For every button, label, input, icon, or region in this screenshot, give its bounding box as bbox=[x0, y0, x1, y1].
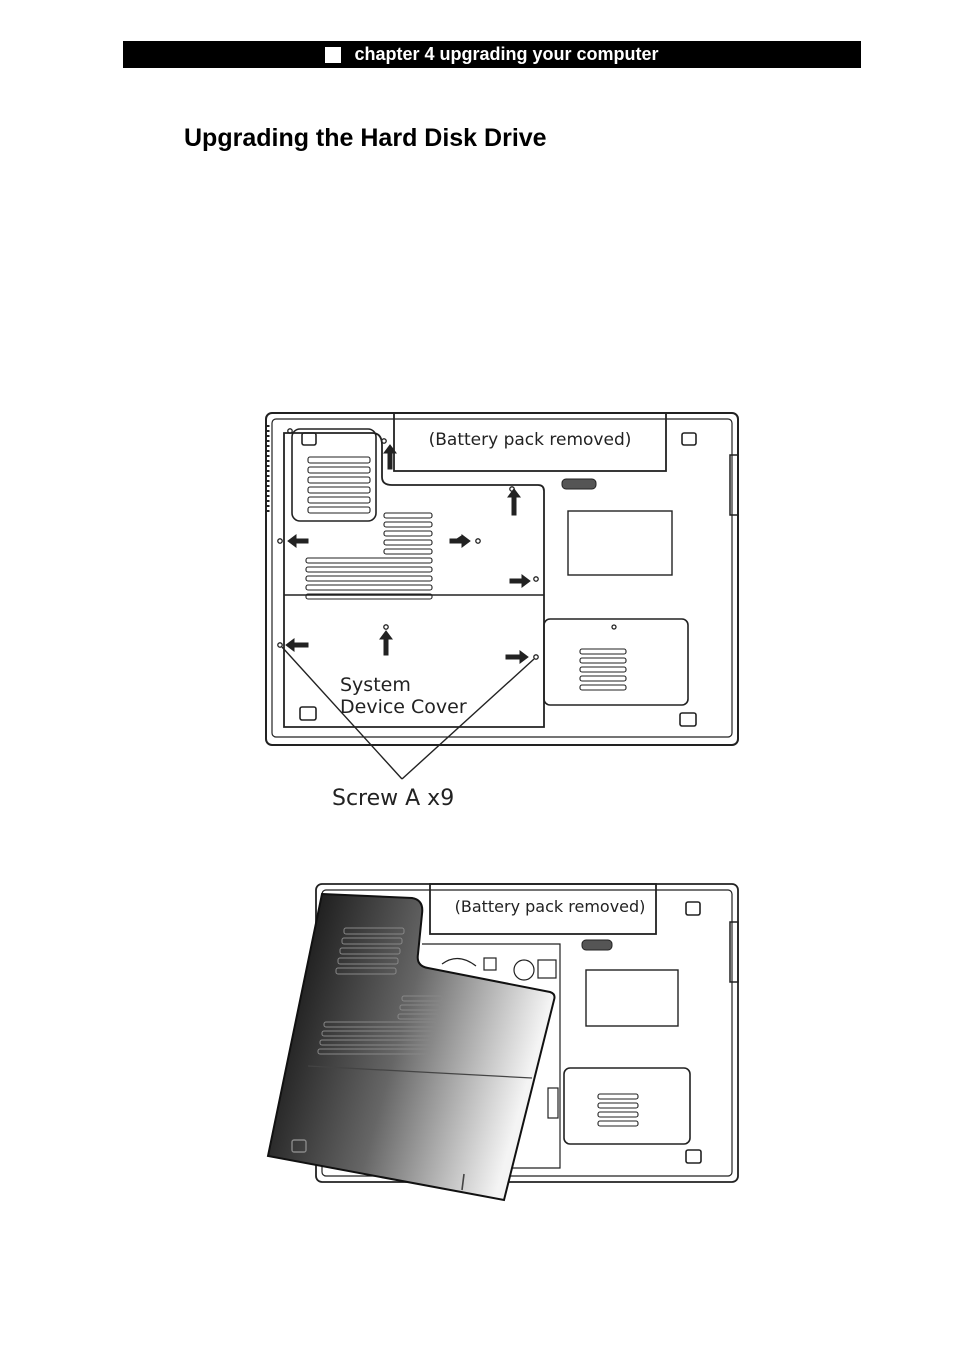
arrow-right-icon bbox=[449, 534, 471, 548]
callout-line bbox=[401, 658, 535, 780]
screw-icon bbox=[381, 438, 387, 444]
screw-icon bbox=[475, 538, 481, 544]
arrow-up-icon bbox=[379, 630, 393, 656]
label-plate bbox=[585, 969, 679, 1027]
rubber-foot-icon bbox=[679, 712, 697, 727]
removed-device-cover bbox=[266, 892, 556, 1202]
screw-points bbox=[277, 428, 617, 660]
memory-door-grille bbox=[579, 648, 627, 691]
chassis-inner bbox=[271, 418, 733, 738]
arrow-left-icon bbox=[287, 534, 309, 548]
system-device-cover bbox=[283, 432, 545, 728]
screw-icon bbox=[383, 624, 389, 630]
battery-label: (Battery pack removed) bbox=[455, 897, 646, 916]
rubber-foot-icon bbox=[291, 1139, 307, 1153]
chapter-header-text: chapter 4 upgrading your computer bbox=[354, 44, 659, 64]
rubber-foot-icon bbox=[685, 1149, 702, 1164]
arrow-up-icon bbox=[507, 488, 521, 516]
arrow-right-icon bbox=[505, 650, 529, 664]
battery-latch bbox=[561, 478, 597, 490]
battery-bay bbox=[393, 412, 667, 472]
memory-door bbox=[543, 618, 689, 706]
memory-door bbox=[563, 1067, 691, 1145]
screw-icon bbox=[277, 642, 283, 648]
screw-label: Screw A x9 bbox=[332, 786, 454, 811]
battery-bay bbox=[429, 883, 657, 935]
arrow-left-icon bbox=[285, 638, 309, 652]
arrow-right-icon bbox=[509, 574, 531, 588]
page-title: Upgrading the Hard Disk Drive bbox=[184, 124, 547, 152]
callout-line bbox=[281, 646, 403, 780]
label-plate bbox=[567, 510, 673, 576]
battery-latch bbox=[581, 939, 613, 951]
battery-label: (Battery pack removed) bbox=[429, 430, 632, 450]
exposed-internals bbox=[422, 943, 561, 1169]
rubber-foot-icon bbox=[301, 432, 317, 446]
screw-icon bbox=[277, 538, 283, 544]
upper-vent-panel bbox=[291, 428, 377, 522]
figure-cover-removal: (Battery pack removed) bbox=[266, 883, 739, 1202]
cover-label-line1: System bbox=[340, 674, 411, 696]
figure-laptop-bottom-screws: (Battery pack removed) bbox=[265, 412, 739, 811]
square-bullet-icon bbox=[325, 46, 342, 63]
chapter-header-bar: chapter 4 upgrading your computer bbox=[123, 41, 861, 68]
main-vent-grille bbox=[305, 512, 433, 600]
screw-icon bbox=[533, 576, 539, 582]
rubber-foot-icon bbox=[685, 901, 701, 916]
arrow-right-icon bbox=[452, 535, 474, 539]
arrow-up-icon bbox=[383, 444, 397, 470]
cover-label-line2: Device Cover bbox=[340, 696, 467, 718]
screw-icon bbox=[533, 654, 539, 660]
rubber-foot-icon bbox=[681, 432, 697, 446]
screw-icon bbox=[509, 486, 515, 492]
rubber-foot-icon bbox=[299, 706, 317, 721]
screw-arrows bbox=[285, 444, 531, 664]
upper-vent-grille bbox=[307, 456, 371, 514]
screw-icon bbox=[287, 428, 293, 434]
